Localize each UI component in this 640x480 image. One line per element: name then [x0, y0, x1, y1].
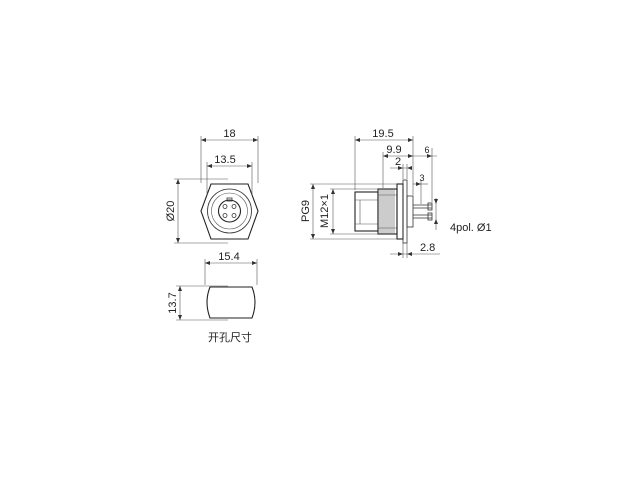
dim-text-19-5: 19.5: [372, 128, 393, 140]
dim-text-2-8: 2.8: [420, 242, 435, 254]
dim-side-pin-offset: 3: [413, 173, 428, 204]
dim-text-15-4: 15.4: [218, 251, 239, 263]
dim-text-pg9: PG9: [300, 200, 312, 222]
front-body: [354, 191, 379, 232]
dim-text-2: 2: [395, 156, 401, 168]
dim-text-13-5: 13.5: [214, 154, 235, 166]
pin-contact-3: [222, 213, 228, 218]
thread-marks: [378, 189, 397, 234]
dim-text-13-7: 13.7: [167, 292, 179, 313]
pin-contact-1: [222, 204, 228, 209]
panel-plate: [402, 179, 408, 244]
pin-contact-4: [231, 213, 237, 218]
dim-front-width-inner: 13.5: [206, 154, 253, 195]
panel-cutout-view: 15.4 13.7 开孔尺寸: [167, 251, 258, 344]
key-notch: [226, 197, 233, 202]
dim-cutout-width: 15.4: [204, 251, 258, 285]
flange-circle: [207, 188, 252, 234]
dim-side-length-flange: 2: [390, 156, 412, 179]
dim-side-thread-pg: PG9: [300, 183, 397, 240]
dim-side-length-total: 19.5: [354, 128, 414, 195]
insert-circle: [217, 199, 242, 223]
nut-flange: [396, 183, 404, 240]
dim-side-thread-metric: M12×1: [319, 188, 378, 235]
rear-body: [406, 195, 414, 228]
cutout-caption: 开孔尺寸: [208, 330, 252, 344]
side-view: 19.5 9.9 2 6: [300, 128, 492, 258]
dim-text-diameter: Ø20: [165, 201, 177, 222]
dim-side-pins-label: 4pol. Ø1: [434, 198, 492, 234]
dim-text-m12: M12×1: [319, 194, 331, 228]
front-view: 18 13.5 Ø20: [165, 128, 259, 244]
pins-label: 4pol. Ø1: [450, 222, 492, 234]
dim-text-6: 6: [424, 145, 429, 155]
hex-nut-outline: [200, 183, 259, 240]
dim-text-3: 3: [419, 173, 424, 183]
flange-inner-circle: [211, 192, 248, 230]
cutout-shape: [206, 286, 256, 319]
pin-contact-2: [231, 204, 237, 209]
dim-side-length-thread: 9.9: [382, 144, 413, 188]
solder-pins: [413, 202, 433, 221]
dim-front-diameter: Ø20: [165, 178, 228, 244]
dim-side-length-pins: 6: [413, 145, 437, 202]
dim-text-18: 18: [223, 128, 235, 140]
dim-front-width-outer: 18: [200, 128, 259, 183]
dim-side-panel-thickness: 2.8: [390, 242, 440, 258]
dim-cutout-height: 13.7: [167, 285, 228, 321]
dim-text-9-9: 9.9: [386, 144, 401, 156]
